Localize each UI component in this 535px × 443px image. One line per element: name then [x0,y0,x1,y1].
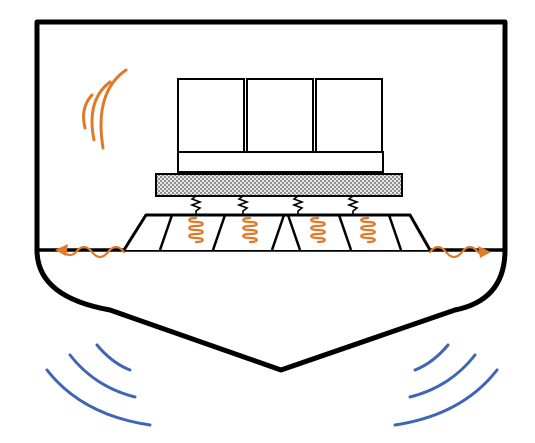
upper-isolators [189,195,360,214]
upper-isolator [346,195,360,214]
right-arrowhead [478,246,491,258]
foundation [122,213,432,251]
machinery-base [177,151,384,173]
water-wave-arc-left [68,353,137,399]
water-wave-icon [45,343,152,427]
raft-plate [155,173,403,197]
machinery-blocks [177,78,384,173]
left-arrowhead [55,244,68,256]
water-wave-arc-right [393,368,499,427]
upper-isolator [189,195,203,214]
sound-wave-icon [82,68,128,150]
sound-wave-arc [90,80,112,142]
upper-isolator [236,195,250,214]
foundation-divider [286,214,302,251]
sound-wave-arc [99,68,128,150]
lower-isolator [310,216,326,244]
lower-isolator [242,216,258,244]
machinery-block [177,78,245,153]
left-transmission-arrow [62,245,126,259]
machinery-block [246,78,314,153]
foundation-divider [270,214,286,251]
water-wave-arc-left [45,368,152,427]
water-wave-arc-right [408,353,477,399]
water-wave-icon [393,343,499,427]
sound-wave-arc [82,93,94,130]
foundation-divider [211,214,227,251]
foundation-divider [387,214,403,251]
lower-isolator [360,216,376,244]
foundation-divider [158,214,174,251]
machinery-block [315,78,383,153]
lower-isolator [188,216,204,244]
foundation-divider [337,214,353,251]
upper-isolator [291,195,305,214]
water-wave-arc-left [95,343,132,372]
water-wave-arc-right [413,343,450,372]
hull-outline [34,19,508,373]
lower-isolators [188,216,376,244]
